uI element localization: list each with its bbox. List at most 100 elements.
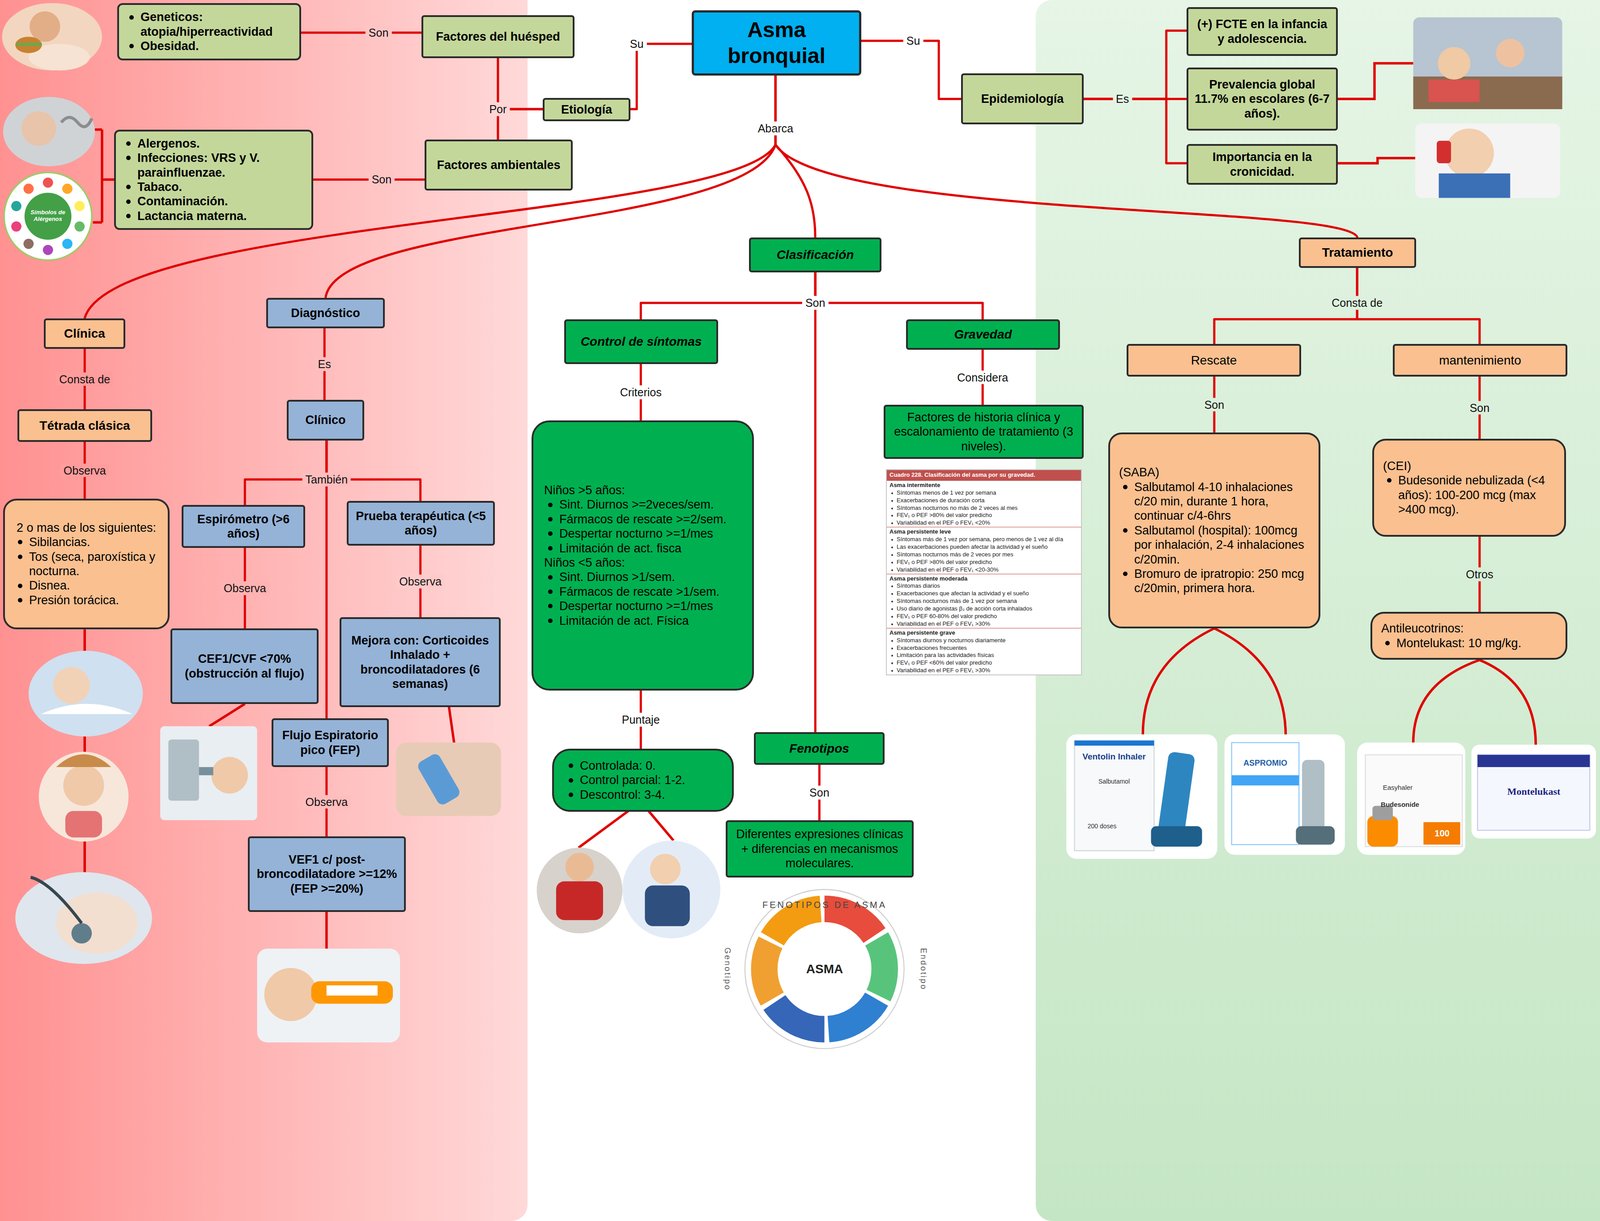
edge-label: Considera: [953, 370, 1012, 385]
phenotype-wheel: [744, 889, 905, 1050]
connector: [815, 272, 983, 320]
node-text: Clasificación: [756, 247, 875, 263]
table-line: Síntomas nocturnos más de 2 veces por me…: [886, 551, 1081, 559]
bullet-item: Bromuro de ipratropio: 250 mcg c/20min, …: [1119, 566, 1310, 596]
photo-obese-kid: [2, 3, 103, 71]
image-text: 200 doses: [1087, 822, 1117, 830]
table-line: Las exacerbaciones pueden afectar la act…: [886, 543, 1081, 552]
table-heading: Asma intermitente: [886, 480, 1081, 490]
list-box: (SABA)Salbutamol 4-10 inhalaciones c/20 …: [1108, 432, 1321, 629]
connector: [326, 440, 421, 502]
circle-shape: [1437, 46, 1471, 80]
ellipse-shape: [55, 893, 138, 955]
photo-classroom: [1413, 17, 1563, 110]
connector: [1083, 30, 1187, 99]
concept-box: Mejora con: Corticoides Inhalado + bronc…: [339, 617, 501, 708]
bullet-item: Presión torácica.: [13, 593, 159, 608]
circle-shape: [536, 847, 623, 934]
table-line: Síntomas nocturnos más de 1 vez por sema…: [886, 597, 1081, 606]
concept-box: Prueba terapéutica (<5 años): [346, 501, 495, 546]
node-text: Factores ambientales: [431, 157, 566, 173]
image-text: Genotipo: [723, 947, 733, 992]
rect-shape: [1295, 826, 1335, 845]
node-text: Control de síntomas: [571, 334, 711, 350]
rect-shape: [65, 811, 103, 838]
concept-box: Control de síntomas: [564, 319, 719, 365]
node-text: Factores del huésped: [428, 29, 568, 44]
rect-shape: [1302, 760, 1325, 832]
node-text: Espirómetro (>6 años): [188, 512, 298, 542]
circle-shape: [622, 840, 721, 939]
path-shape: [1142, 628, 1286, 737]
title-box: Asma bronquial: [691, 10, 862, 76]
bullet-item: Descontrol: 3-4.: [564, 787, 722, 803]
circle-shape: [764, 909, 885, 1030]
concept-box: mantenimiento: [1392, 344, 1568, 377]
list-box: 2 o mas de los siguientes:Sibilancias.To…: [3, 498, 170, 630]
rect-shape: [1231, 775, 1300, 786]
bullet-item: Despertar nocturno >=1/mes: [544, 599, 742, 614]
circle-shape: [21, 111, 57, 147]
rect-shape: [1477, 755, 1590, 768]
rect-shape: [168, 739, 199, 801]
circle-shape: [74, 221, 85, 232]
rect-shape: [1471, 744, 1596, 839]
table-heading: Asma persistente leve: [886, 527, 1081, 537]
bullet-item: Contaminación.: [122, 194, 306, 209]
node-text: Factores de historia clínica y escalonam…: [891, 410, 1076, 454]
rect-shape: [1477, 755, 1590, 831]
rect-shape: [1438, 173, 1511, 199]
rect-shape: [326, 985, 378, 996]
connector: [640, 272, 816, 320]
photo-stethoscope: [15, 872, 153, 965]
rect-shape: [1428, 79, 1480, 103]
node-text: Antileucotrinos:: [1381, 621, 1557, 636]
image-text: Ventolin Inhaler: [1082, 752, 1146, 762]
concept-box: Clínica: [43, 318, 126, 349]
rect-shape: [257, 948, 400, 1043]
photo-smoking: [3, 97, 95, 167]
bullet-item: Montelukast: 10 mg/kg.: [1381, 636, 1557, 651]
path-shape: [209, 704, 246, 727]
edge-label: Consta de: [55, 372, 114, 387]
concept-box: Etiología: [542, 97, 631, 122]
node-text: Niños <5 años:: [544, 555, 742, 571]
rect-shape: [1415, 123, 1561, 198]
node-text: (+) FCTE en la infancia y adolescencia.: [1193, 17, 1331, 47]
rect-shape: [1231, 742, 1300, 845]
image-text: Budesonide: [1380, 800, 1420, 809]
table-line: Variabilidad en el PEF o FEV₁ >30%: [886, 667, 1081, 675]
node-text: Clínica: [51, 326, 119, 342]
concept-box: Fenotipos: [753, 732, 885, 766]
rect-shape: [16, 42, 42, 47]
bullet-item: Lactancia materna.: [122, 208, 306, 224]
bullet-item: Limitación de act. Física: [544, 613, 742, 629]
image-text: Montelukast: [1507, 786, 1561, 798]
bullet-item: Limitación de act. fisca: [544, 541, 742, 556]
concept-box: VEF1 c/ post-broncodilatadore >=12% (FEP…: [247, 836, 406, 913]
edge-label: Son: [365, 25, 392, 40]
path-shape: [30, 877, 82, 924]
table-line: FEV₁ o PEF 60-80% del valor predicho: [886, 612, 1081, 621]
rect-shape: [1357, 742, 1466, 856]
concept-box: CEF1/CVF <70% (obstrucción al flujo): [170, 628, 319, 705]
concept-box: Factores del huésped: [421, 15, 575, 59]
edge-label: Observa: [395, 574, 445, 589]
concept-box: Clasificación: [748, 237, 882, 273]
severity-table: Cuadro 228. Clasificación del asma por s…: [885, 469, 1082, 676]
connector: [814, 272, 817, 733]
circle-shape: [11, 221, 22, 232]
rect-shape: [1066, 734, 1218, 860]
photo-kids: [536, 840, 721, 939]
rect-shape: [1423, 822, 1460, 845]
table-line: Exacerbaciones frecuentes: [886, 644, 1081, 653]
edge-label: También: [302, 472, 352, 487]
table-line: Síntomas diurnos y nocturnos diariamente: [886, 637, 1081, 645]
photo-peak-flow: [257, 948, 400, 1043]
circle-shape: [11, 200, 22, 212]
circle-shape: [1444, 128, 1494, 178]
concept-box: Importancia en la cronicidad.: [1186, 144, 1338, 185]
edge-label: Es: [314, 357, 335, 372]
rect-shape: [1224, 734, 1345, 856]
concept-box: Factores de historia clínica y escalonam…: [883, 404, 1084, 460]
